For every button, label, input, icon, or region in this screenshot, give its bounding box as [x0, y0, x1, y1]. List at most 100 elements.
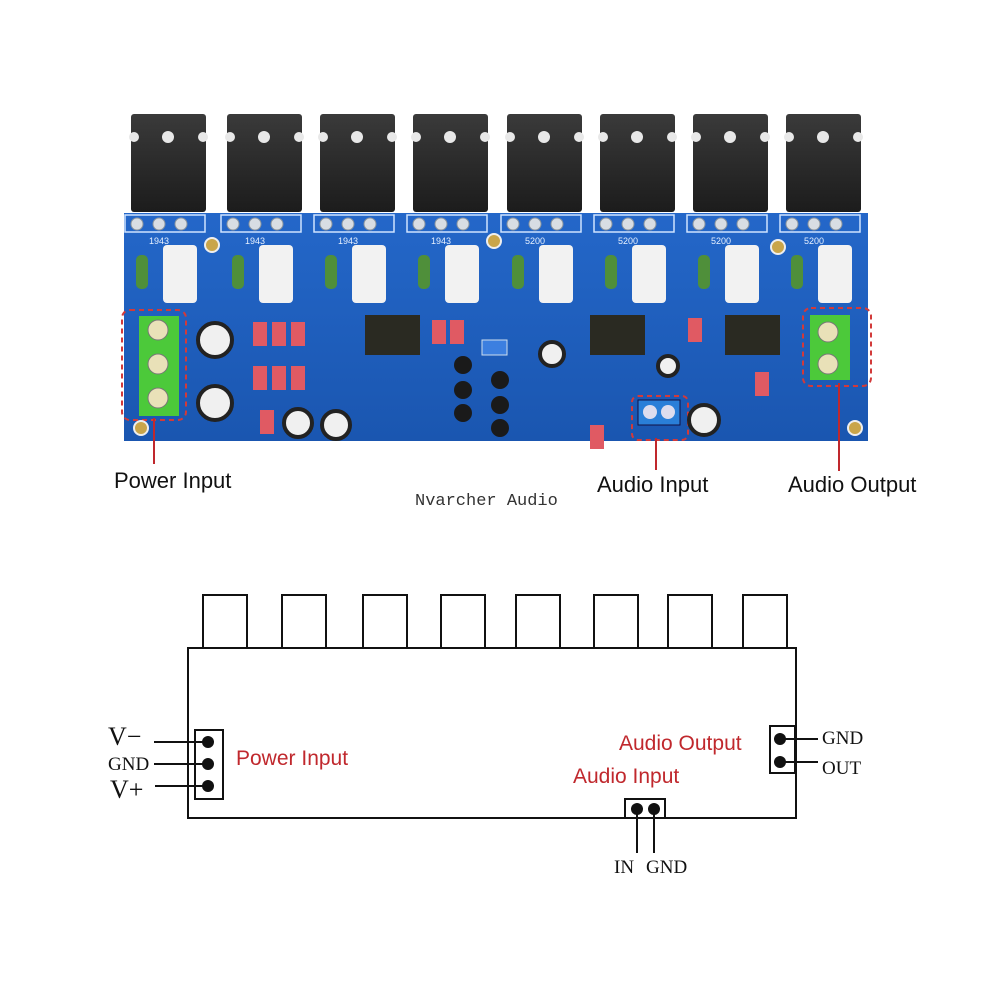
transistor-pads: [406, 214, 488, 233]
input-terminal-highlight: [631, 395, 689, 441]
film-capacitor: [688, 318, 702, 342]
mounting-hole: [351, 131, 363, 143]
pin-label-input-gnd: GND: [646, 857, 688, 878]
transistor-pads: [593, 214, 675, 233]
solder-pad: [621, 217, 635, 231]
film-capacitor: [260, 410, 274, 434]
terminal-screw: [661, 405, 675, 419]
board-mounting-hole: [204, 237, 220, 253]
small-signal-transistor: [454, 404, 472, 422]
power-resistor: [136, 255, 148, 289]
mounting-hole: [817, 131, 829, 143]
transistor-pads: [500, 214, 582, 233]
power-transistor: [227, 114, 302, 212]
diagram-transistor-outline: [593, 594, 639, 651]
transistor-pads: [124, 214, 206, 233]
terminal-screw: [147, 319, 169, 341]
terminal-screw: [817, 353, 839, 375]
diagram-transistor-outline: [515, 594, 561, 651]
power-transistor: [693, 114, 768, 212]
transistor-pads: [220, 214, 302, 233]
terminal-screw: [817, 321, 839, 343]
pin-label-output-gnd: GND: [822, 728, 864, 749]
driver-heatsink: [365, 315, 420, 355]
pin-label-vminus: V−: [108, 722, 142, 751]
ceramic-emitter-resistor: [352, 245, 386, 303]
audio-output-leader: [838, 383, 840, 471]
power-transistor: [786, 114, 861, 212]
diagram-transistor-outline: [281, 594, 327, 651]
small-signal-transistor: [454, 356, 472, 374]
solder-pad: [807, 217, 821, 231]
mounting-hole: [631, 131, 643, 143]
transistor-silkscreen-label: 1943: [431, 236, 451, 246]
board-mounting-hole: [486, 233, 502, 249]
transistor-pads: [686, 214, 768, 233]
solder-pad: [506, 217, 520, 231]
audio-input-leader: [655, 438, 657, 470]
mounting-hole: [724, 131, 736, 143]
board-mounting-hole: [847, 420, 863, 436]
audio-input-callout: Audio Input: [597, 472, 709, 497]
solder-pad: [434, 217, 448, 231]
film-capacitor: [590, 425, 604, 449]
power-resistor: [791, 255, 803, 289]
transistor-silkscreen-label: 5200: [618, 236, 638, 246]
diagram-power-input-label: Power Input: [236, 747, 349, 770]
ceramic-emitter-resistor: [725, 245, 759, 303]
board-mounting-hole: [133, 420, 149, 436]
small-signal-transistor: [491, 419, 509, 437]
film-capacitor: [450, 320, 464, 344]
diagram-audio-input-label: Audio Input: [573, 765, 680, 788]
power-resistor: [698, 255, 710, 289]
electrolytic-capacitor: [656, 354, 680, 378]
solder-pad: [785, 217, 799, 231]
terminal-screw: [147, 387, 169, 409]
solder-pad: [599, 217, 613, 231]
electrolytic-capacitor: [282, 407, 314, 439]
mounting-hole: [444, 131, 456, 143]
film-capacitor: [272, 366, 286, 390]
solder-pad: [248, 217, 262, 231]
transistor-silkscreen-label: 1943: [245, 236, 265, 246]
mounting-hole: [258, 131, 270, 143]
transistor-silkscreen-label: 1943: [149, 236, 169, 246]
solder-pad: [174, 217, 188, 231]
trimmer-potentiometer: [481, 339, 508, 356]
wiring-diagram: [154, 594, 818, 853]
small-signal-transistor: [491, 371, 509, 389]
electrolytic-capacitor: [320, 409, 352, 441]
driver-heatsink: [725, 315, 780, 355]
driver-heatsink: [590, 315, 645, 355]
electrolytic-capacitor: [687, 403, 721, 437]
diagram-transistor-outline: [362, 594, 408, 651]
ceramic-emitter-resistor: [259, 245, 293, 303]
transistor-silkscreen-label: 5200: [525, 236, 545, 246]
transistor-silkscreen-label: 5200: [711, 236, 731, 246]
film-capacitor: [755, 372, 769, 396]
transistor-silkscreen-label: 1943: [338, 236, 358, 246]
film-capacitor: [272, 322, 286, 346]
film-capacitor: [291, 366, 305, 390]
solder-pad: [550, 217, 564, 231]
film-capacitor: [253, 322, 267, 346]
mounting-hole: [162, 131, 174, 143]
pin-label-power-gnd: GND: [108, 754, 150, 775]
solder-pad: [130, 217, 144, 231]
mounting-hole: [538, 131, 550, 143]
diagram-board-outline: [187, 647, 797, 819]
solder-pad: [456, 217, 470, 231]
power-transistor: [600, 114, 675, 212]
board-mounting-hole: [770, 239, 786, 255]
watermark: Nvarcher Audio: [415, 492, 558, 511]
power-resistor: [325, 255, 337, 289]
solder-pad: [714, 217, 728, 231]
output-terminal-highlight: [802, 307, 872, 387]
solder-pad: [363, 217, 377, 231]
ceramic-emitter-resistor: [818, 245, 852, 303]
terminal-screw: [147, 353, 169, 375]
electrolytic-capacitor: [196, 321, 234, 359]
power-transistor: [413, 114, 488, 212]
power-transistor: [320, 114, 395, 212]
power-resistor: [232, 255, 244, 289]
